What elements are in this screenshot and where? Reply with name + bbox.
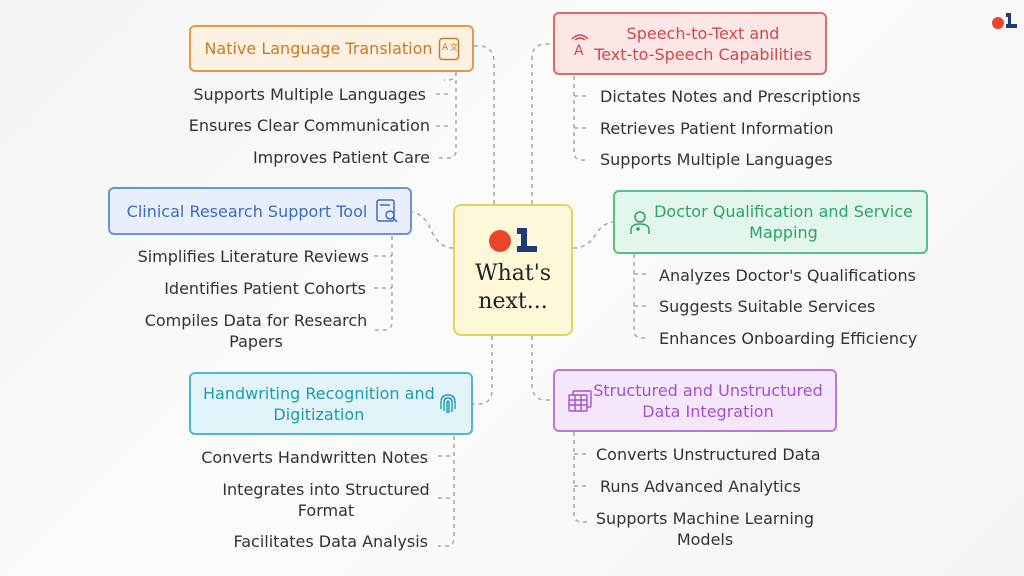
handwriting-item-3: Facilitates Data Analysis [233,532,429,551]
native-item-2: Ensures Clear Communication [188,116,430,135]
svg-text:A: A [442,43,449,53]
connector-speech [531,43,554,204]
clinical-item-3-line2: Papers [229,332,283,351]
doctor-item-3: Enhances Onboarding Efficiency [659,329,918,348]
doctor-qualification-title-line2: Mapping [749,223,818,242]
structured-data-title: Structured and Unstructured Data Integra… [593,380,823,422]
native-language-translation-title: Native Language Translation [204,39,433,58]
handwriting-recognition-title: Handwriting Recognition and Digitization [203,383,435,425]
handwriting-item-1: Converts Handwritten Notes [201,448,428,467]
brand-logo [489,228,537,252]
structured-data-title-line2: Data Integration [642,401,774,421]
structured-item-3-line1: Supports Machine Learning [595,509,815,528]
speech-item-1: Dictates Notes and Prescriptions [600,87,861,106]
native-item-3: Improves Patient Care [252,148,430,167]
connector-structured [531,336,554,401]
handwriting-item-2-line1: Integrates into Structured [222,480,430,499]
structured-item-3: Supports Machine Learning Models [588,508,822,550]
structured-data-box: Structured and Unstructured Data Integra… [553,369,837,432]
doctor-item-1: Analyzes Doctor's Qualifications [659,266,916,285]
connector-handwriting [472,336,493,405]
clinical-item-3: Compiles Data for Research Papers [142,310,370,352]
doctor-qualification-box: Doctor Qualification and Service Mapping [613,190,928,254]
clinical-item-2: Identifies Patient Cohorts [164,279,366,298]
connector-clinical [411,211,454,249]
doctor-icon [627,209,653,235]
structured-data-title-line1: Structured and Unstructured [593,380,823,400]
speech-text-icon: A [567,31,593,57]
data-table-icon [567,388,593,414]
doctor-item-2: Suggests Suitable Services [659,297,876,316]
document-search-icon [374,198,400,224]
native-item-1: Supports Multiple Languages [193,85,426,104]
structured-item-1: Converts Unstructured Data [596,445,821,464]
connector-native-language [472,45,495,204]
handwriting-title-line2: Digitization [273,404,365,424]
speech-to-text-title: Speech-to-Text and Text-to-Speech Capabi… [593,23,813,65]
center-title: What's next... [474,261,552,314]
speech-item-3: Supports Multiple Languages [600,150,833,169]
handwriting-title-line1: Handwriting Recognition and [203,383,435,403]
structured-item-3-line2: Models [676,530,734,549]
center-node: What's next... [453,204,573,336]
speech-item-2: Retrieves Patient Information [600,119,834,138]
handwriting-recognition-box: Handwriting Recognition and Digitization [189,372,473,435]
handwriting-item-2: Integrates into Structured Format [210,479,442,521]
doctor-qualification-title: Doctor Qualification and Service Mapping [653,201,914,243]
clinical-research-box: Clinical Research Support Tool [108,187,412,235]
svg-text:A: A [574,43,584,57]
speech-to-text-title-line2: Text-to-Speech Capabilities [594,44,812,64]
handwriting-item-2-line2: Format [297,501,355,520]
clinical-item-1: Simplifies Literature Reviews [137,247,369,266]
svg-text:文: 文 [450,42,458,52]
speech-to-text-box: A Speech-to-Text and Text-to-Speech Capa… [553,12,827,75]
fingerprint-icon [435,391,461,417]
clinical-research-title: Clinical Research Support Tool [126,201,368,221]
speech-to-text-title-line1: Speech-to-Text and [626,23,780,43]
doctor-qualification-title-line1: Doctor Qualification and Service [654,202,913,221]
corner-logo [992,13,1017,29]
clinical-item-3-line1: Compiles Data for Research [144,311,368,330]
connector-doctor [572,221,615,249]
structured-item-2: Runs Advanced Analytics [600,477,801,496]
